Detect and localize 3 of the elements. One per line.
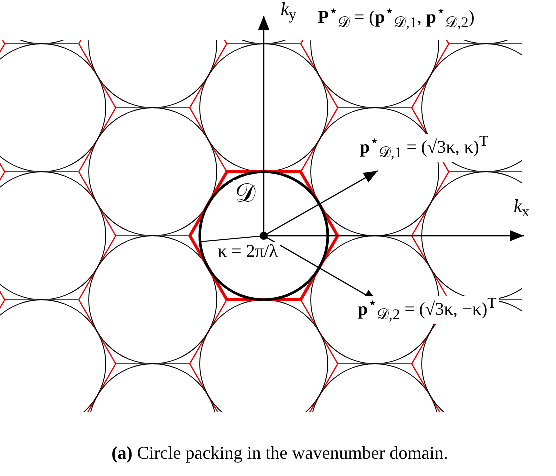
formula-label: p$^{⋆}$$_{𝒟,2}$ = (√3κ, −κ)$^{T}$ [356, 296, 499, 324]
formula-label: p$^{⋆}$$_{𝒟,1}$ = (√3κ, κ)$^{T}$ [358, 134, 491, 162]
axis-label: k$_{y}$ [279, 0, 298, 24]
